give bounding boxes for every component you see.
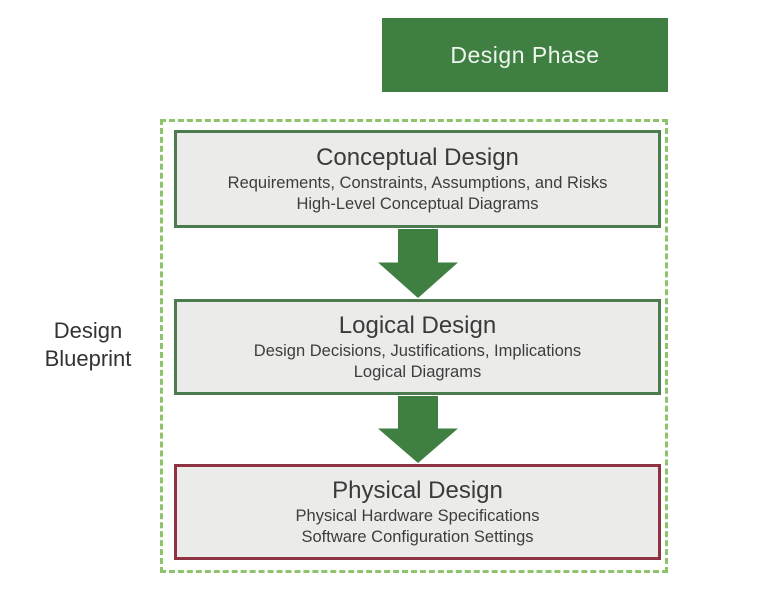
design-blueprint-dashed-container xyxy=(160,119,668,573)
conceptual-design-box: Conceptual Design Requirements, Constrai… xyxy=(174,130,661,228)
logical-design-line2: Logical Diagrams xyxy=(353,363,482,381)
physical-design-line2: Software Configuration Settings xyxy=(301,528,534,546)
logical-design-line1: Design Decisions, Justifications, Implic… xyxy=(253,341,582,360)
conceptual-design-line1: Requirements, Constraints, Assumptions, … xyxy=(227,173,608,192)
logical-design-title: Logical Design xyxy=(338,311,497,339)
down-block-arrow-icon xyxy=(378,396,458,463)
conceptual-design-title: Conceptual Design xyxy=(316,143,519,171)
logical-design-box: Logical Design Design Decisions, Justifi… xyxy=(174,299,661,395)
conceptual-design-line2: High-Level Conceptual Diagrams xyxy=(296,195,539,213)
design-phase-banner-label: Design Phase xyxy=(450,41,600,68)
physical-design-title: Physical Design xyxy=(332,476,503,504)
down-block-arrow-icon xyxy=(378,229,458,298)
physical-design-box: Physical Design Physical Hardware Specif… xyxy=(174,464,661,560)
design-phase-banner: Design Phase xyxy=(382,18,668,92)
physical-design-line1: Physical Hardware Specifications xyxy=(295,506,540,525)
design-blueprint-label: Design Blueprint xyxy=(44,318,132,371)
